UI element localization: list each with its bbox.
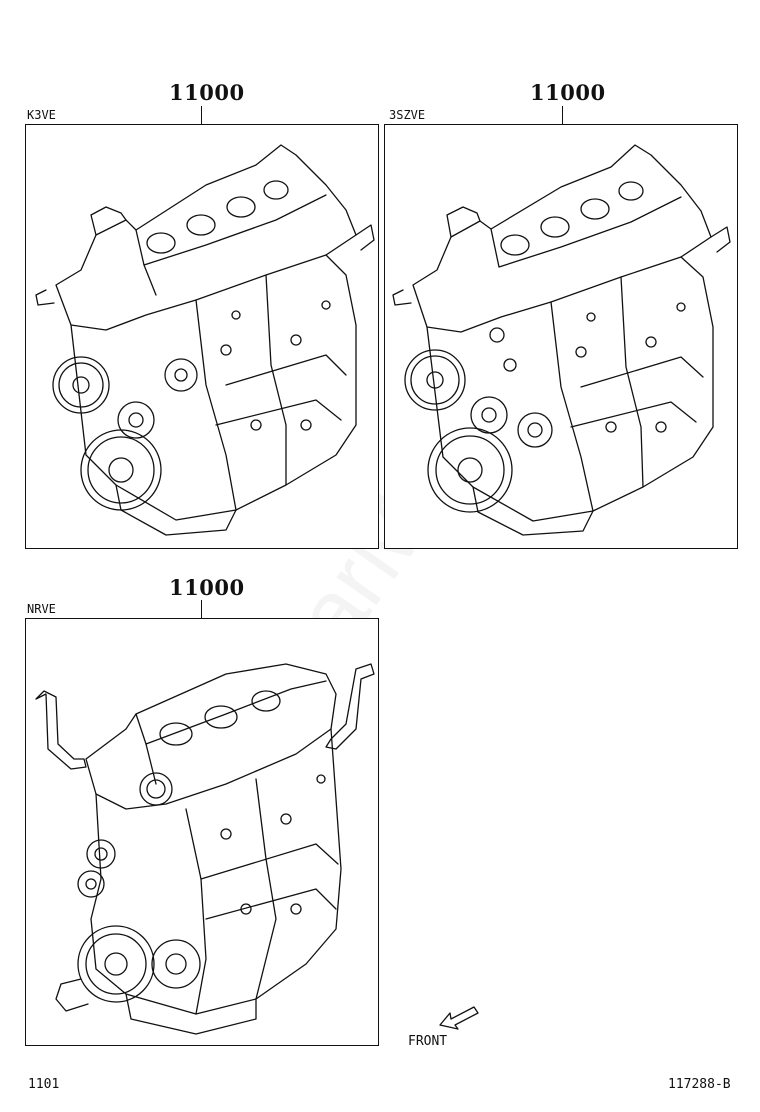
variant-label-nrve: NRVE — [27, 602, 56, 616]
leader-line — [562, 106, 563, 125]
engine-panel-3szve — [384, 124, 738, 549]
engine-assembly-illustration[interactable] — [385, 125, 737, 548]
page-code: 1101 — [28, 1077, 60, 1092]
variant-label-k3ve: K3VE — [27, 108, 56, 122]
engine-assembly-illustration[interactable] — [26, 125, 378, 548]
variant-label-3szve: 3SZVE — [389, 108, 426, 122]
leader-line — [201, 106, 202, 125]
engine-panel-nrve — [25, 618, 379, 1046]
front-arrow-icon — [439, 1006, 479, 1030]
front-direction-label: FRONT — [408, 1034, 448, 1049]
figure-id: 117288-B — [668, 1077, 731, 1092]
part-number-nrve[interactable]: 11000 — [169, 575, 245, 600]
engine-panel-k3ve — [25, 124, 379, 549]
part-number-k3ve[interactable]: 11000 — [169, 80, 245, 105]
part-number-3szve[interactable]: 11000 — [530, 80, 606, 105]
engine-assembly-illustration[interactable] — [26, 619, 378, 1045]
leader-line — [201, 600, 202, 619]
